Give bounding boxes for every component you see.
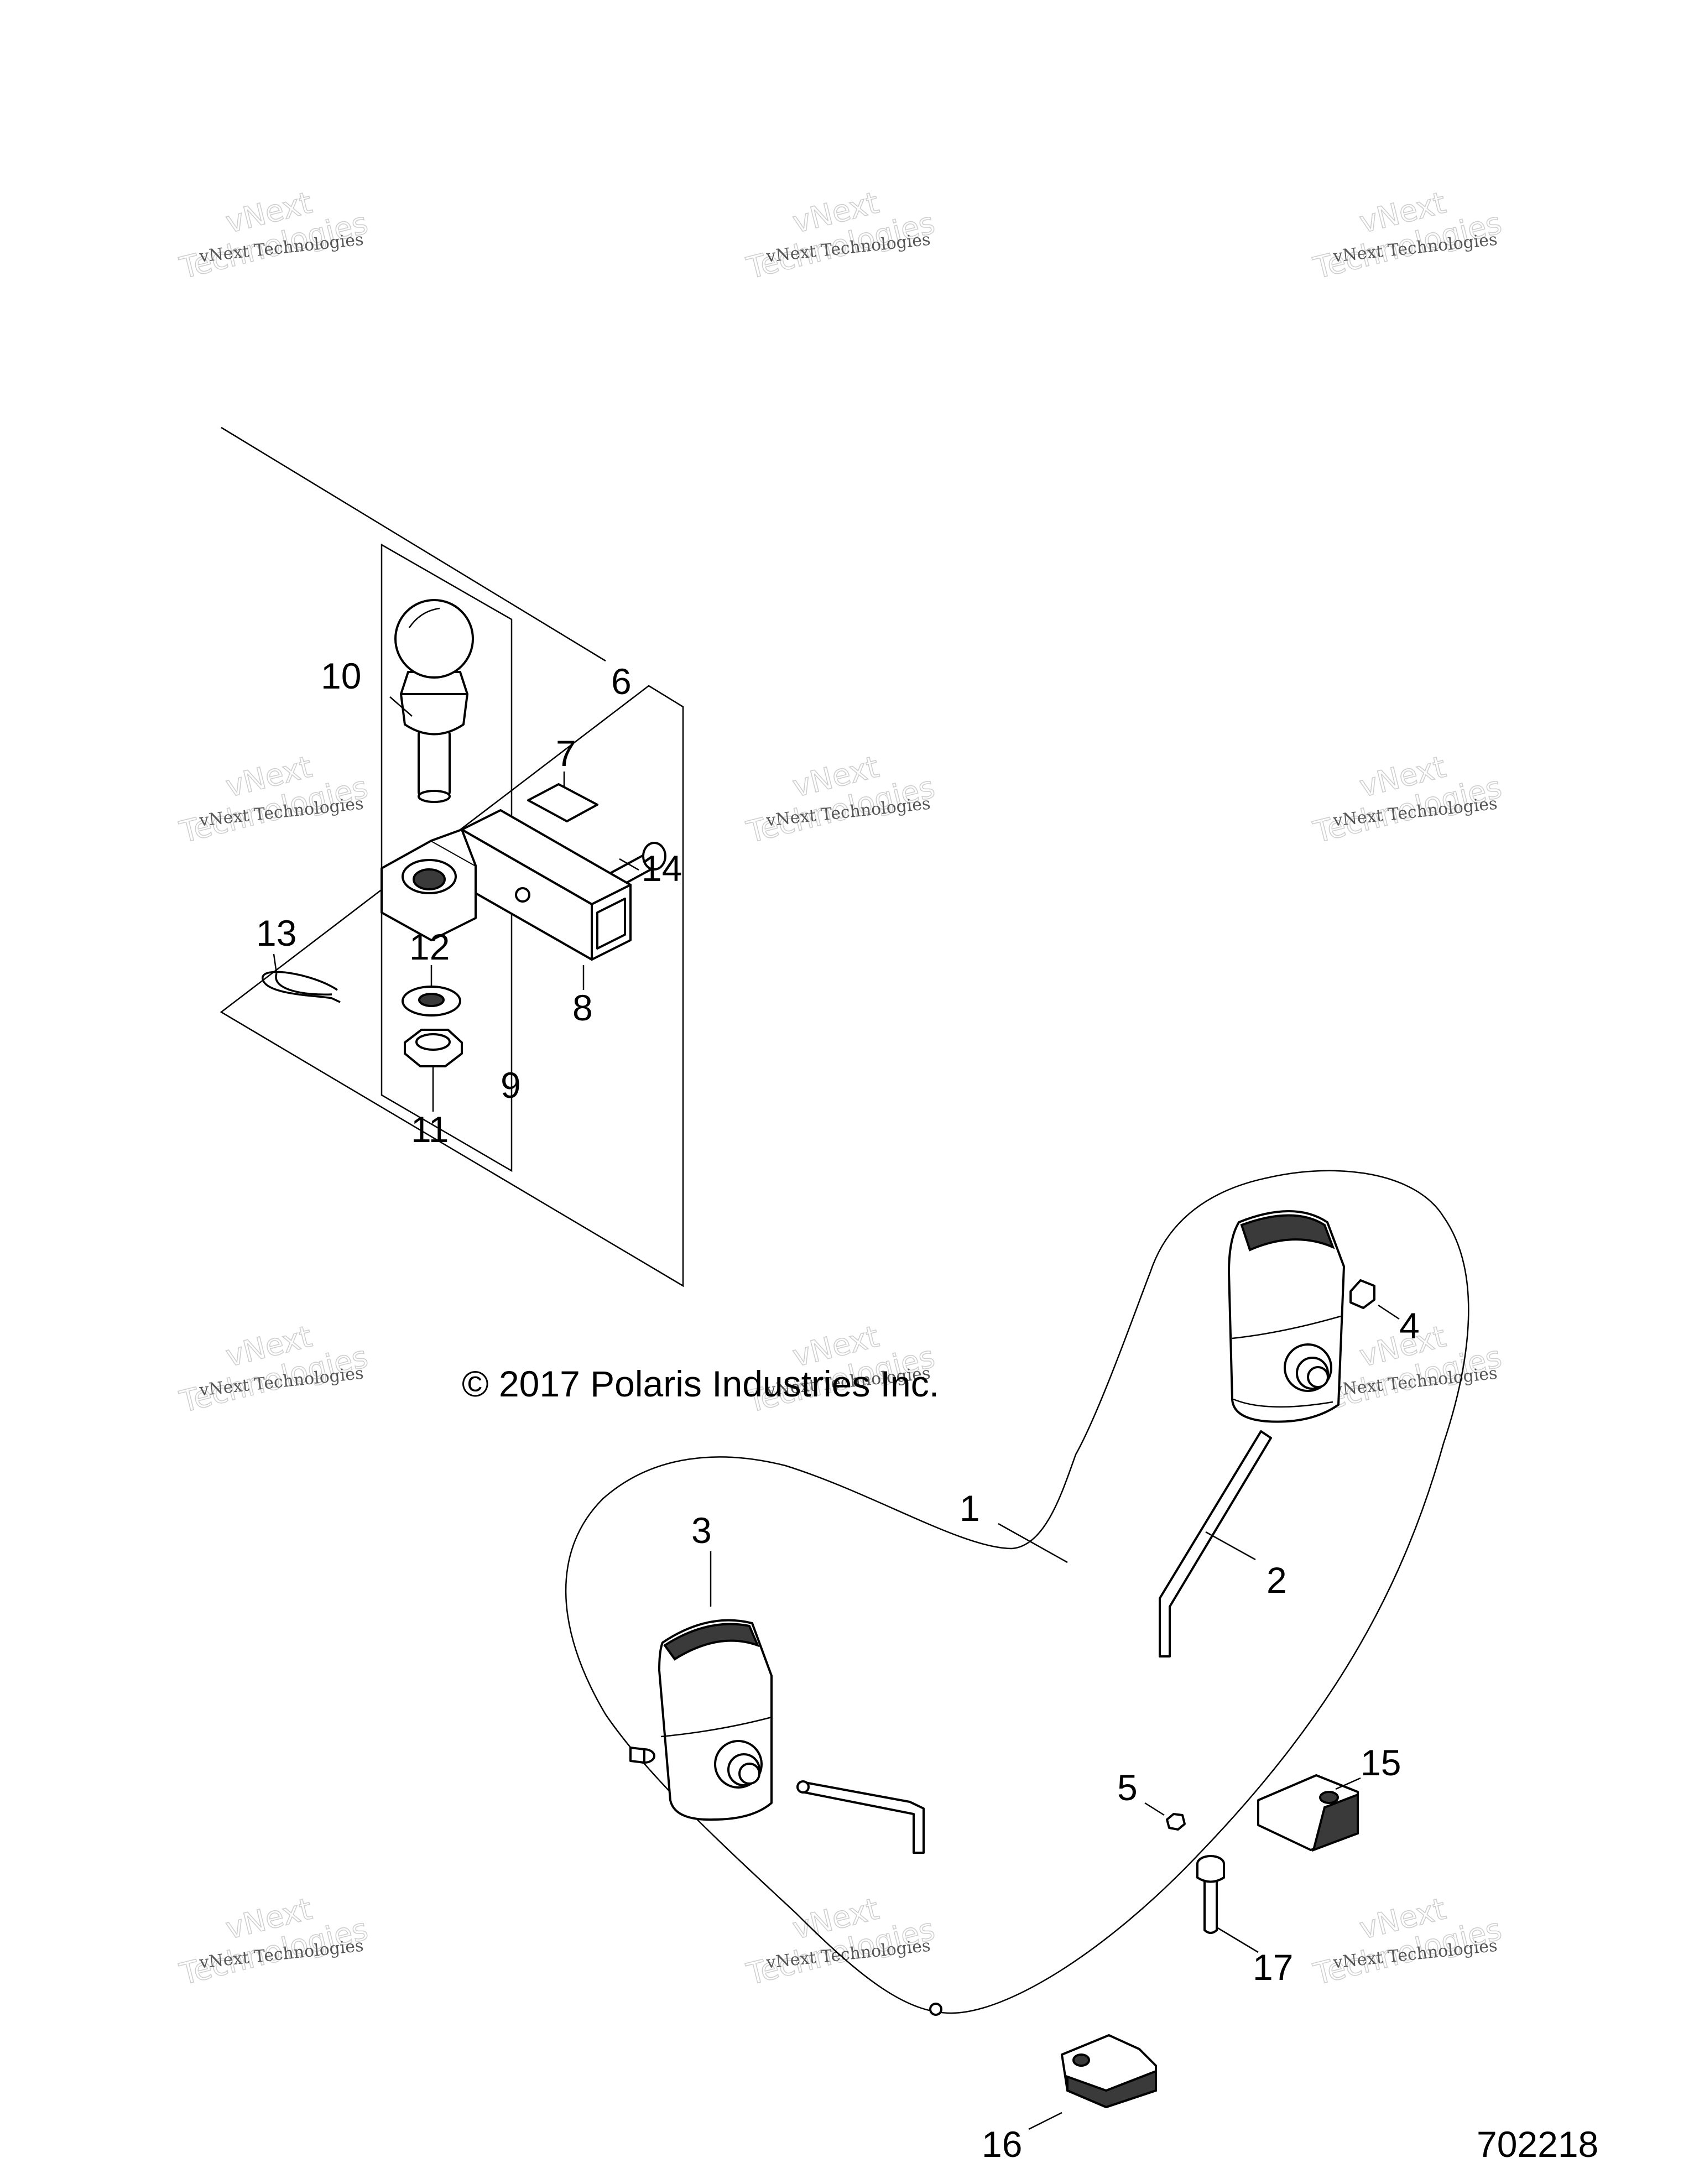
hex-nut [404, 1029, 463, 1067]
callout-11: 11 [411, 1109, 449, 1150]
hitch-ball [394, 599, 474, 803]
clamp-upper [1257, 1774, 1361, 1852]
mirror-arm-right [1159, 1430, 1272, 1657]
washer [402, 986, 461, 1017]
clamp-bolt [1196, 1855, 1259, 1953]
diagram-id: 702218 [1477, 2124, 1598, 2165]
watermark: vNext Technologies vNext Technologies [176, 749, 372, 851]
callout-13: 13 [256, 913, 296, 953]
callout-15: 15 [1361, 1742, 1401, 1783]
callout-14: 14 [642, 848, 682, 889]
watermark: vNext Technologies vNext Technologies [1310, 749, 1505, 851]
leader-line-1 [998, 1523, 1068, 1563]
receiver-mount [381, 809, 632, 961]
watermark: vNext Technologies vNext Technologies [743, 1891, 939, 1993]
watermark: vNext Technologies vNext Technologies [176, 185, 372, 286]
watermark: vNext Technologies vNext Technologies [1310, 185, 1505, 286]
copyright-notice: © 2017 Polaris Industries Inc. [462, 1363, 939, 1404]
clamp-lower [1028, 2034, 1157, 2130]
callout-9: 9 [501, 1065, 521, 1106]
hitch-kit-group [220, 426, 684, 1288]
callout-7: 7 [556, 733, 576, 774]
callout-3: 3 [691, 1510, 712, 1551]
hitch-clip [262, 971, 341, 1003]
mirror-left [629, 1551, 773, 1821]
callout-8: 8 [572, 987, 593, 1028]
lock-nut-small [929, 2003, 942, 2016]
kit-outline-6 [220, 426, 684, 1288]
callout-12: 12 [409, 926, 450, 967]
callout-2: 2 [1267, 1560, 1287, 1601]
watermark: vNext Technologies vNext Technologies [1310, 1891, 1505, 1993]
mirror-kit-group [565, 1170, 1469, 2130]
callout-5: 5 [1117, 1767, 1138, 1808]
watermark: vNext Technologies vNext Technologies [743, 749, 939, 851]
watermark: vNext Technologies vNext Technologies [743, 185, 939, 286]
callout-16: 16 [982, 2124, 1022, 2165]
sticker-label [527, 783, 598, 822]
watermark: vNext Technologies vNext Technologies [176, 1891, 372, 1993]
callout-6: 6 [611, 661, 632, 702]
leader-lines-hitch [273, 696, 639, 1112]
mirror-arm-left [796, 1780, 925, 1854]
callout-10: 10 [321, 655, 361, 696]
mirror-right [1228, 1210, 1345, 1423]
callout-1: 1 [960, 1488, 980, 1529]
lock-nut [1144, 1802, 1186, 1831]
watermark: vNext Technologies vNext Technologies [176, 1318, 372, 1420]
callout-labels: 1 2 3 4 5 6 7 8 9 10 11 12 13 14 15 16 1… [256, 655, 1420, 2165]
callout-4: 4 [1399, 1305, 1420, 1346]
callout-17: 17 [1253, 1947, 1293, 1988]
set-screw [1349, 1279, 1400, 1320]
watermark-grid: vNext Technologies vNext Technologies vN… [176, 185, 1505, 1993]
kit-outline-1 [565, 1170, 1469, 2014]
